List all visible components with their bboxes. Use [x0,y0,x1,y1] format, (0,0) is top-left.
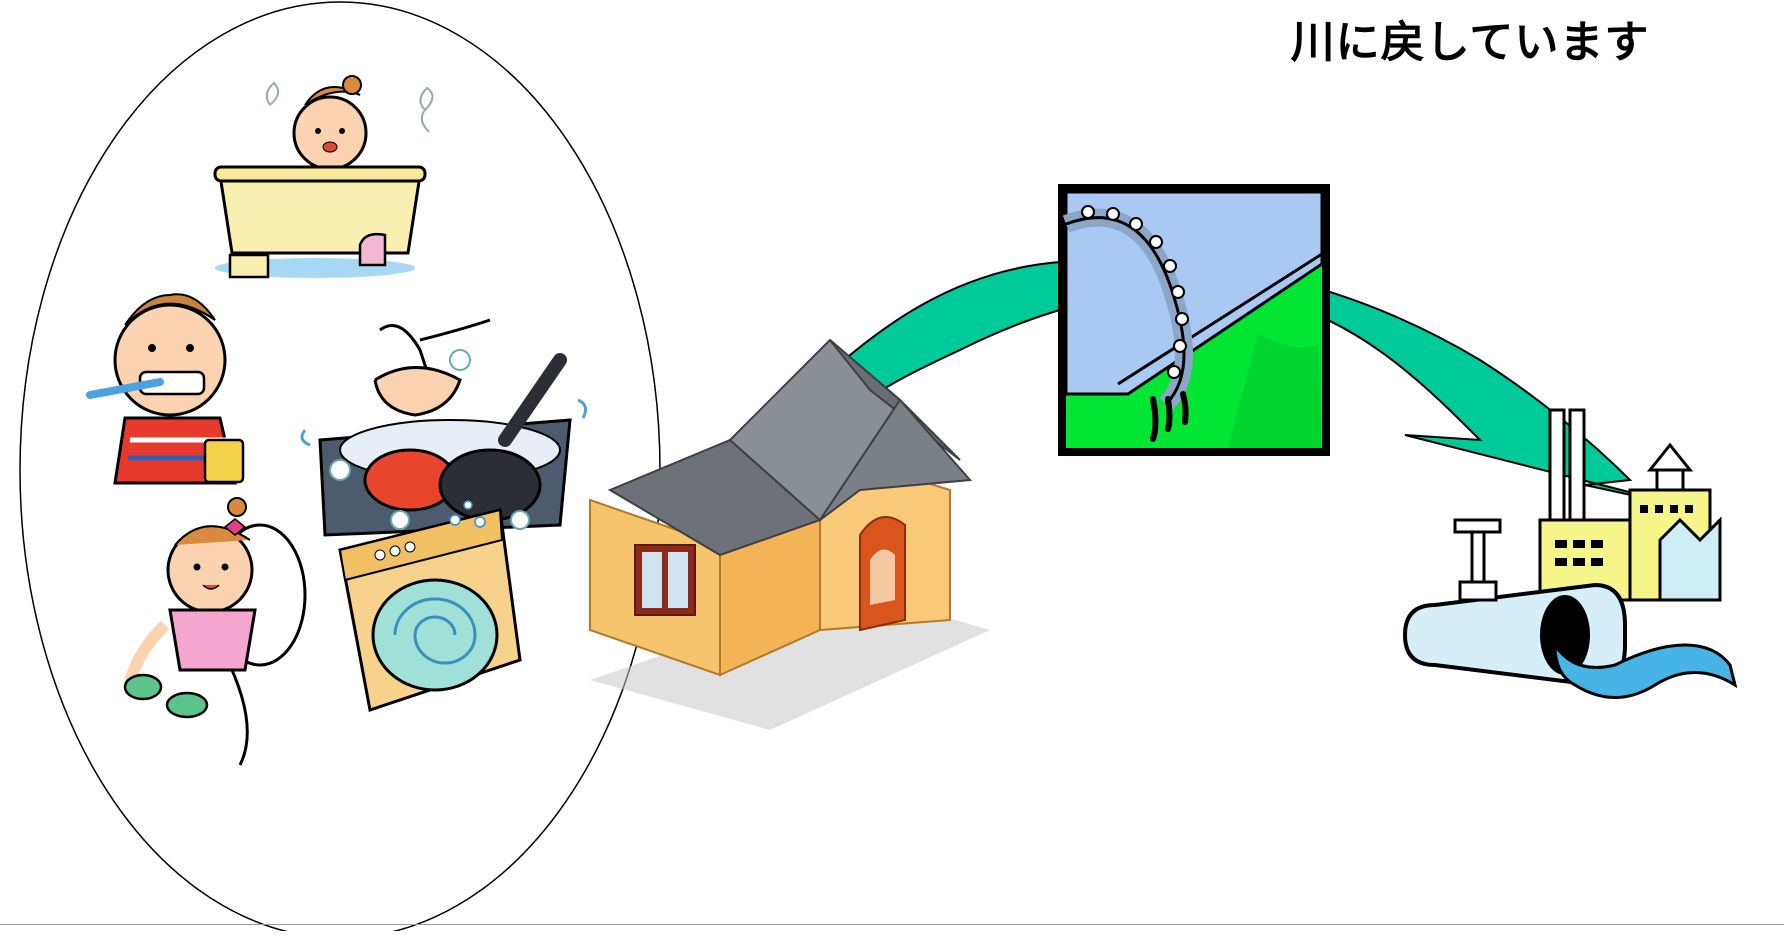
dish-washing-icon [300,318,588,537]
bottom-divider [0,924,1784,925]
toilet-child-icon [123,497,307,766]
bathing-child-icon [213,75,434,279]
sewer-pipe-icon [1058,184,1330,456]
house-icon [589,338,990,730]
washing-machine-icon [338,500,522,712]
tooth-brushing-child-icon [86,293,245,485]
treatment-plant-icon [1402,408,1738,699]
caption-text: 川に戻しています [1290,17,1650,68]
